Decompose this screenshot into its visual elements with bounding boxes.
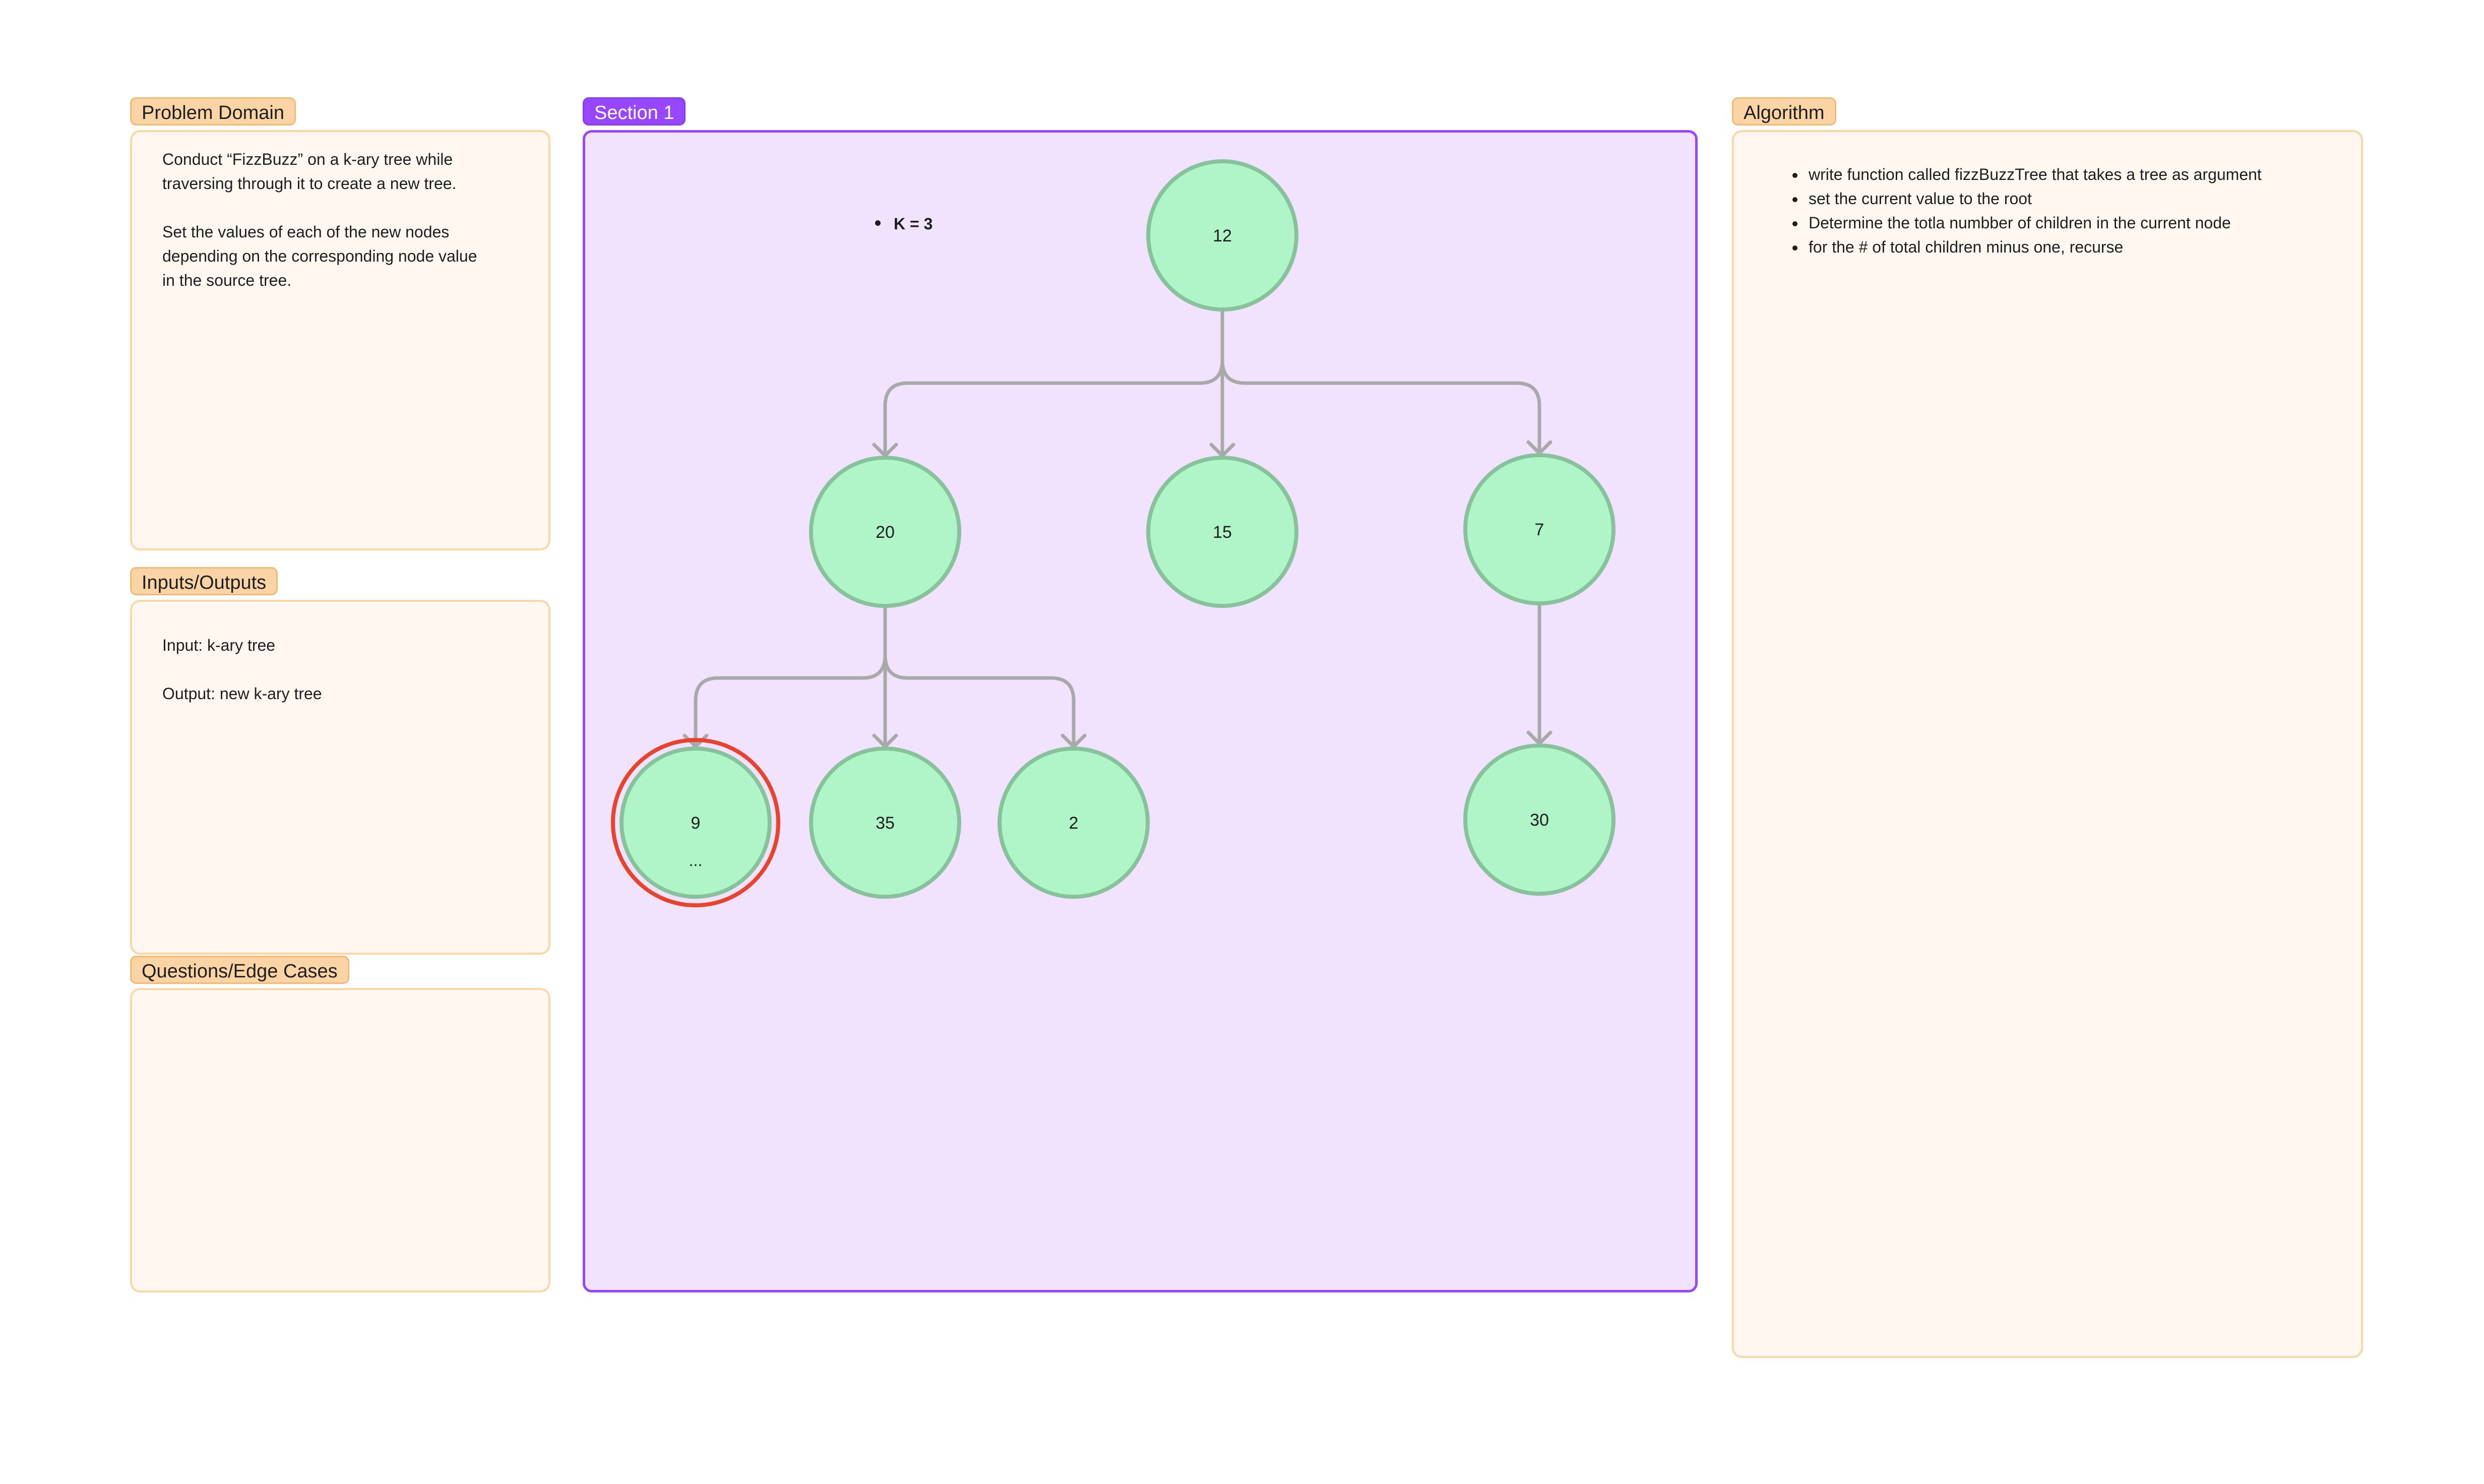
inputs-outputs-tag[interactable]: Inputs/Outputs <box>130 567 278 595</box>
tree-edge <box>1220 307 1541 455</box>
tree-node: 2 <box>998 747 1150 899</box>
tree-node: 20 <box>809 456 961 608</box>
tree-node: 30 <box>1463 744 1616 896</box>
tree-node: 35 <box>809 747 961 899</box>
node-label: 30 <box>1530 811 1549 830</box>
tree-node: 15 <box>1146 456 1298 608</box>
questions-panel[interactable] <box>130 988 550 1292</box>
questions-tag[interactable]: Questions/Edge Cases <box>130 956 349 984</box>
node-label: 20 <box>876 523 895 542</box>
k-note-text: K = 3 <box>894 215 933 233</box>
node-label: 15 <box>1213 523 1232 542</box>
node-circle <box>619 747 772 899</box>
algorithm-step: for the # of total children minus one, r… <box>1806 235 2370 259</box>
tree-edge <box>883 604 1076 749</box>
node-circle <box>809 747 961 899</box>
inputs-outputs-panel[interactable]: Input: k-ary tree Output: new k-ary tree <box>130 600 550 955</box>
node-label: 9 <box>691 814 701 833</box>
node-label: 2 <box>1069 814 1079 833</box>
problem-domain-tag[interactable]: Problem Domain <box>130 97 296 126</box>
node-circle <box>1463 453 1616 605</box>
node-circle <box>1146 159 1298 312</box>
section-tag[interactable]: Section 1 <box>583 97 686 126</box>
node-circle <box>1146 456 1298 608</box>
problem-domain-text: Conduct “FizzBuzz” on a k-ary tree while… <box>162 150 477 289</box>
node-circle <box>998 747 1150 899</box>
edges-layer <box>682 307 1552 749</box>
inputs-outputs-text: Input: k-ary tree Output: new k-ary tree <box>162 636 322 703</box>
k-note: K = 3 <box>875 215 933 233</box>
tree-node: 9... <box>611 738 780 907</box>
tree-node: 12 <box>1146 159 1298 312</box>
bullet-dot <box>875 220 881 226</box>
algorithm-list: write function called fizzBuzzTree that … <box>1786 162 2370 259</box>
tree-node: 7 <box>1463 453 1616 605</box>
algorithm-panel[interactable]: write function called fizzBuzzTree that … <box>1732 130 2363 1358</box>
node-highlight-ring <box>611 738 780 907</box>
algorithm-step: set the current value to the root <box>1806 187 2370 211</box>
tree-edge <box>883 307 1224 458</box>
algorithm-tag[interactable]: Algorithm <box>1732 97 1836 126</box>
nodes-layer: 12 20 15 7 9... 35 2 30 <box>611 159 1616 907</box>
node-label: 12 <box>1213 226 1232 245</box>
node-label: 7 <box>1535 520 1544 539</box>
problem-domain-panel[interactable]: Conduct “FizzBuzz” on a k-ary tree while… <box>130 130 550 550</box>
algorithm-step: Determine the totla numbber of children … <box>1806 211 2370 235</box>
tree-edge <box>694 604 887 749</box>
node-circle <box>1463 744 1616 896</box>
section-frame[interactable] <box>583 130 1698 1292</box>
node-circle <box>809 456 961 608</box>
node-sublabel: ... <box>689 851 703 870</box>
algorithm-step: write function called fizzBuzzTree that … <box>1806 162 2370 187</box>
node-label: 35 <box>876 814 895 833</box>
